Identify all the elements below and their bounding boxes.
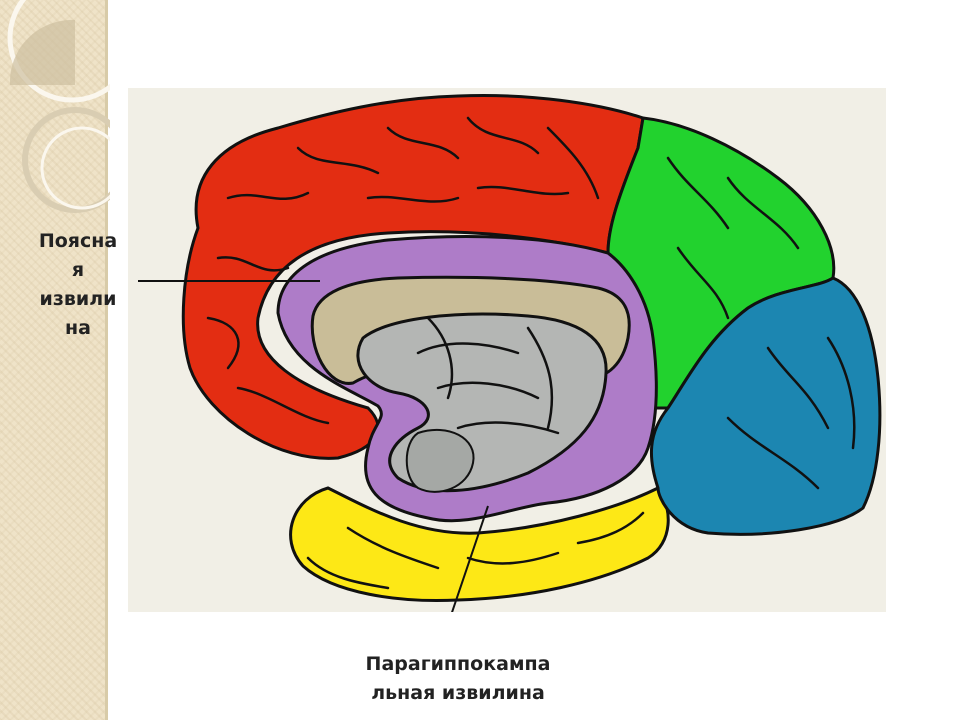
hippocampus bbox=[405, 428, 475, 493]
cingulate-label-line-2: я bbox=[71, 259, 85, 281]
parahippocampal-gyrus-label: Парагиппокампа льная извилина bbox=[318, 650, 598, 708]
side-decor-border bbox=[105, 0, 108, 720]
parahippocampal-pointer-line bbox=[451, 505, 489, 612]
side-decor-strip bbox=[0, 0, 105, 720]
brain-medial-diagram bbox=[138, 93, 882, 612]
parahippocampal-label-line-2: льная извилина bbox=[371, 682, 545, 704]
cingulate-label-line-1: Поясна bbox=[38, 230, 118, 252]
cingulate-label-line-4: на bbox=[65, 317, 91, 339]
occipital-lobe bbox=[649, 276, 882, 536]
sulci-lines bbox=[206, 116, 856, 590]
cingulate-label-line-3: извили bbox=[39, 288, 117, 310]
cingulate-gyrus-label: Поясна я извили на bbox=[18, 227, 138, 343]
decor-circles bbox=[7, 0, 110, 213]
parahippocampal-label-line-1: Парагиппокампа bbox=[365, 653, 551, 675]
frontal-lobe bbox=[181, 93, 645, 460]
